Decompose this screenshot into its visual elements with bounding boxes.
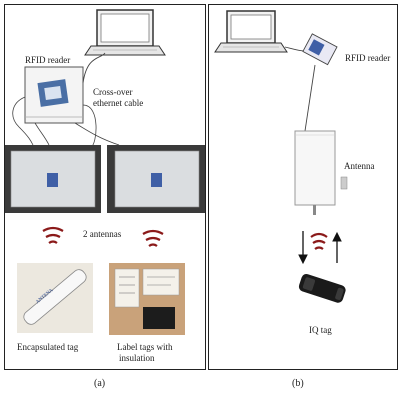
cable-label-line1: Cross-over bbox=[93, 87, 133, 97]
encapsulated-tag-photo bbox=[17, 263, 93, 333]
rfid-reader-device bbox=[24, 66, 84, 124]
rfid-reader-label: RFID reader bbox=[25, 55, 71, 65]
laptop-icon bbox=[214, 10, 288, 53]
label-tags-label-line2: insulation bbox=[119, 353, 155, 363]
down-arrow bbox=[298, 231, 308, 265]
antenna-cable-right bbox=[74, 122, 120, 146]
antenna-cable bbox=[304, 64, 316, 132]
iq-tag-device bbox=[298, 273, 346, 303]
antenna-left bbox=[5, 145, 101, 213]
crossover-cable bbox=[82, 52, 106, 84]
panel-b: RFID reader Antenna IQ tag bbox=[208, 4, 398, 370]
cable-label-line2: ethernet cable bbox=[93, 98, 144, 108]
panel-a-drawing bbox=[5, 9, 205, 335]
panel-b-drawing bbox=[214, 10, 348, 303]
label-tags-photo bbox=[109, 263, 185, 335]
antenna-right bbox=[107, 145, 205, 213]
antenna-device bbox=[294, 130, 348, 215]
antenna-label: Antenna bbox=[344, 161, 375, 171]
up-arrow bbox=[332, 231, 342, 263]
antennas-label: 2 antennas bbox=[83, 229, 122, 239]
rfid-reader-label: RFID reader bbox=[345, 53, 391, 63]
caption-b: (b) bbox=[292, 378, 304, 389]
rfid-reader-card bbox=[302, 33, 338, 66]
laptop-icon bbox=[84, 9, 166, 56]
caption-a: (a) bbox=[94, 378, 106, 389]
signal-waves-right bbox=[142, 229, 164, 247]
iq-tag-label: IQ tag bbox=[309, 325, 332, 335]
signal-waves bbox=[310, 232, 328, 250]
antenna-cable-left bbox=[12, 96, 34, 146]
signal-waves-left bbox=[42, 226, 64, 244]
encapsulated-tag-label: Encapsulated tag bbox=[17, 342, 79, 352]
reader-cable bbox=[284, 46, 306, 52]
panel-a: RFID reader Cross-over ethernet cable 2 … bbox=[4, 4, 206, 370]
label-tags-label-line1: Label tags with bbox=[117, 342, 173, 352]
